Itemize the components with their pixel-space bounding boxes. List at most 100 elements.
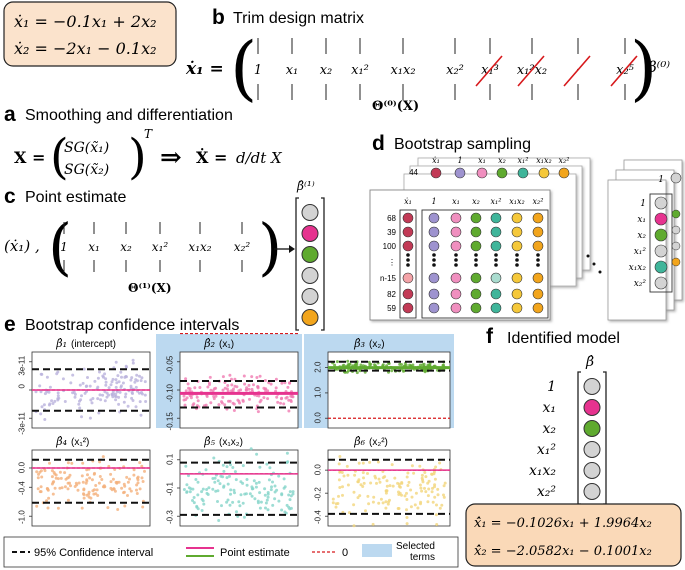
e-scatter-point bbox=[426, 500, 430, 504]
e-scatter-point bbox=[38, 384, 42, 388]
panel-b-title: Trim design matrix bbox=[233, 10, 364, 27]
e-scatter-point bbox=[117, 380, 121, 384]
e-scatter-point bbox=[58, 486, 62, 490]
e-scatter-point bbox=[119, 384, 123, 388]
f-term-label: x₂ bbox=[542, 421, 556, 437]
d-right-back-circle bbox=[671, 257, 681, 267]
e-scatter-point bbox=[440, 503, 444, 507]
identified-eq-1: x̂̇₁ = −0.1026x₁ + 1.9964x₂ bbox=[474, 516, 652, 531]
d-right-back-circle bbox=[671, 241, 681, 251]
d-theta-circle bbox=[470, 240, 482, 252]
e-scatter-point bbox=[195, 504, 199, 508]
e-scatter-point bbox=[256, 410, 260, 414]
e-scatter-point bbox=[213, 480, 217, 484]
e-scatter-point bbox=[255, 376, 259, 379]
e-scatter-point bbox=[231, 389, 235, 393]
e-scatter-point bbox=[74, 481, 78, 485]
e-scatter-point bbox=[111, 477, 115, 481]
e-scatter-point bbox=[211, 487, 215, 491]
e-scatter-point bbox=[139, 379, 143, 383]
c-coef-circle bbox=[301, 288, 319, 305]
e-scatter-point bbox=[412, 471, 416, 475]
e-scatter-point bbox=[93, 471, 96, 475]
e-scatter-point bbox=[232, 488, 236, 492]
e-scatter-point bbox=[138, 374, 141, 378]
e-scatter-point bbox=[442, 495, 446, 499]
e-scatter-point bbox=[426, 481, 430, 485]
e-scatter-point bbox=[266, 495, 270, 499]
e-scatter-point bbox=[63, 485, 67, 489]
d-back-circle bbox=[454, 167, 466, 179]
c-col-term: x₁ bbox=[88, 240, 100, 254]
e-scatter-point bbox=[286, 385, 290, 389]
f-coef-circle bbox=[583, 378, 601, 395]
e-scatter-point bbox=[249, 447, 253, 451]
d-right-back-circle bbox=[670, 172, 682, 184]
e-scatter-point bbox=[254, 481, 258, 485]
e-plot-coef: β̂₄ bbox=[55, 435, 67, 448]
e-scatter-point bbox=[331, 501, 335, 505]
e-scatter-point bbox=[132, 473, 136, 477]
e-scatter-point bbox=[245, 483, 249, 487]
d-row-index: 68 bbox=[387, 214, 396, 223]
e-scatter-point bbox=[101, 374, 105, 378]
e-scatter-point bbox=[122, 482, 126, 486]
e-scatter-point bbox=[436, 493, 440, 497]
e-scatter-point bbox=[113, 468, 117, 471]
e-scatter-point bbox=[69, 381, 73, 385]
e-scatter-point bbox=[126, 404, 130, 408]
e-scatter-point bbox=[77, 402, 81, 406]
e-scatter-point bbox=[34, 390, 38, 394]
e-scatter-point bbox=[56, 370, 60, 374]
e-scatter-point bbox=[117, 480, 121, 484]
e-scatter-point bbox=[431, 500, 435, 504]
e-scatter-point bbox=[143, 393, 147, 397]
e-scatter-point bbox=[184, 464, 188, 468]
e-scatter-point bbox=[58, 470, 62, 474]
e-scatter-point bbox=[381, 501, 385, 505]
e-scatter-point bbox=[352, 490, 356, 494]
e-scatter-point bbox=[117, 395, 121, 399]
e-scatter-point bbox=[418, 363, 422, 367]
e-scatter-point bbox=[93, 379, 97, 383]
e-scatter-point bbox=[115, 381, 119, 385]
e-scatter-point bbox=[70, 461, 74, 465]
e-scatter-point bbox=[35, 504, 39, 508]
e-scatter-point bbox=[136, 476, 139, 480]
e-scatter-point bbox=[335, 360, 339, 364]
e-scatter-point bbox=[285, 451, 289, 455]
d-theta-circle bbox=[511, 302, 523, 314]
e-tick-label: -0.15 bbox=[166, 412, 175, 431]
e-scatter-point bbox=[189, 487, 193, 491]
e-scatter-point bbox=[124, 375, 128, 378]
e-scatter-point bbox=[105, 395, 109, 399]
e-scatter-point bbox=[80, 506, 84, 510]
d-ellipsis-dot bbox=[494, 253, 498, 257]
e-tick-label: -0.2 bbox=[314, 487, 323, 501]
e-scatter-point bbox=[271, 503, 275, 507]
panel-f-letter: f bbox=[486, 325, 494, 348]
d-ellipsis-dot bbox=[515, 263, 519, 267]
panel-a-rhs-lhs: Ẋ = bbox=[196, 147, 227, 167]
e-scatter-point bbox=[200, 490, 204, 494]
identified-eq-2: x̂̇₂ = −2.0582x₁ − 0.1001x₂ bbox=[474, 544, 652, 559]
f-term-label: x₁² bbox=[537, 442, 557, 458]
e-scatter-point bbox=[186, 382, 190, 386]
e-scatter-point bbox=[238, 504, 242, 508]
e-scatter-point bbox=[356, 480, 360, 484]
e-scatter-point bbox=[366, 472, 369, 475]
e-scatter-point bbox=[275, 395, 279, 399]
e-scatter-point bbox=[242, 515, 246, 519]
e-scatter-point bbox=[337, 478, 341, 482]
d-ellipsis-dot bbox=[474, 258, 478, 262]
e-scatter-point bbox=[431, 486, 434, 490]
e-scatter-point bbox=[361, 461, 365, 465]
e-scatter-point bbox=[264, 387, 268, 391]
e-scatter-point bbox=[56, 397, 60, 401]
d-theta-circle bbox=[428, 212, 440, 224]
e-scatter-point bbox=[144, 400, 148, 403]
d-front-header: 1 bbox=[431, 197, 436, 206]
